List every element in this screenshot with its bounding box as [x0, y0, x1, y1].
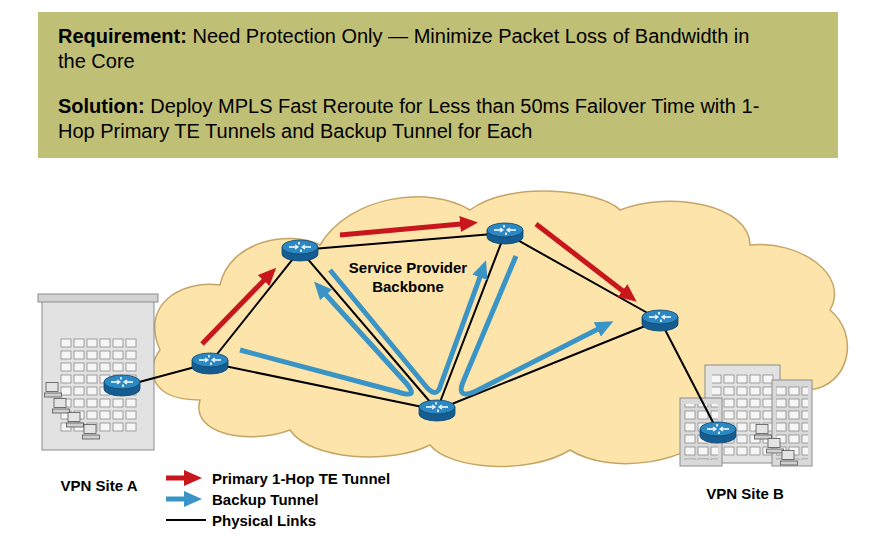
router-icon	[487, 223, 523, 244]
legend-text: Primary 1-Hop TE Tunnel	[212, 469, 390, 488]
router-icon	[700, 422, 736, 443]
computer-icon	[83, 425, 100, 440]
legend-row: Physical Links	[212, 510, 390, 531]
site-building: VPN Site B	[672, 355, 818, 503]
cloud-outline	[150, 185, 850, 470]
legend-row: Primary 1-Hop TE Tunnel	[212, 468, 390, 489]
site-label: VPN Site B	[706, 484, 784, 503]
legend-sample-link	[166, 519, 206, 521]
site-label: VPN Site A	[61, 476, 138, 495]
computer-icon	[755, 425, 772, 440]
requirement-text: Requirement: Need Protection Only — Mini…	[58, 24, 778, 74]
header-box: Requirement: Need Protection Only — Mini…	[38, 12, 838, 158]
site-building: VPN Site A	[36, 290, 162, 495]
cloud-shape	[153, 191, 848, 466]
computer-icon	[781, 451, 798, 466]
backbone-cloud: Service Provider Backbone	[150, 185, 850, 470]
text-lead: Requirement:	[58, 25, 187, 47]
computer-icon	[67, 413, 84, 428]
requirement-text: Solution: Deploy MPLS Fast Reroute for L…	[58, 94, 778, 144]
text-body: Deploy MPLS Fast Reroute for Less than 5…	[58, 95, 759, 142]
router-icon	[419, 400, 455, 421]
computer-icon	[767, 439, 784, 454]
building	[42, 300, 154, 450]
computer-icon	[53, 399, 70, 414]
legend: Primary 1-Hop TE TunnelBackup TunnelPhys…	[212, 468, 390, 531]
computer-icon	[45, 383, 62, 398]
router-icon	[192, 353, 228, 374]
router-icon	[642, 310, 678, 331]
building-roof	[38, 294, 158, 302]
router-icon	[104, 375, 140, 396]
text-lead: Solution:	[58, 95, 145, 117]
legend-text: Physical Links	[212, 511, 316, 530]
router-icon	[282, 240, 318, 261]
cloud-label: Service Provider Backbone	[338, 258, 478, 296]
legend-sample-backup	[166, 497, 196, 502]
legend-row: Backup Tunnel	[212, 489, 390, 510]
legend-sample-primary	[166, 476, 196, 481]
legend-text: Backup Tunnel	[212, 490, 318, 509]
